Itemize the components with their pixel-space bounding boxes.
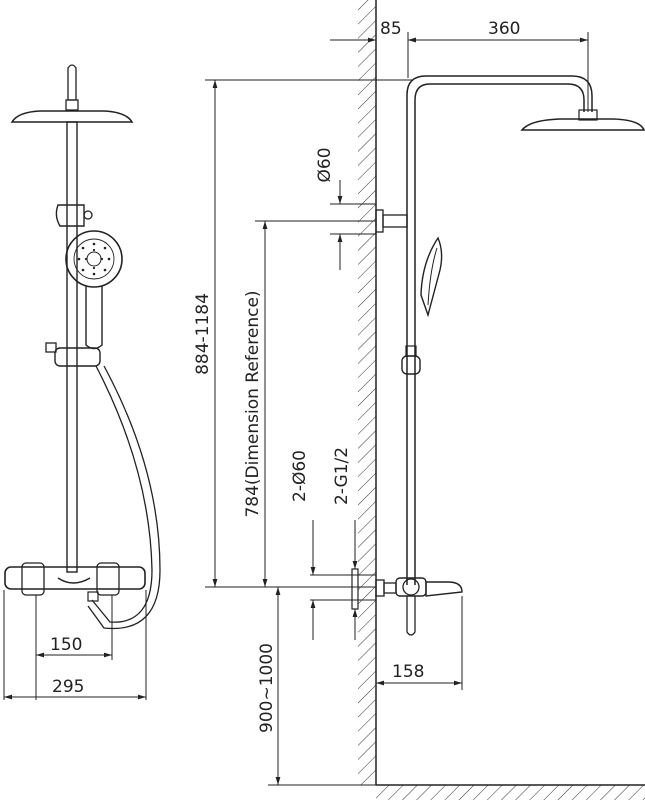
dim-install-height: 900~1000 <box>257 643 277 733</box>
dim-arm-length: 360 <box>488 19 520 39</box>
diverter-side <box>406 596 416 636</box>
bracket-knob <box>83 210 93 220</box>
overhead-shower-head <box>10 110 134 123</box>
riser-top-cap <box>67 64 77 101</box>
head-connector <box>65 99 79 111</box>
shower-arm-inner <box>414 83 585 585</box>
hose-connector <box>87 591 99 602</box>
dim-reference: 784(Dimension Reference) <box>243 290 263 517</box>
slider-side-knob <box>405 345 417 357</box>
hand-shower-nozzles <box>77 242 111 276</box>
mixer-side-body <box>395 577 427 597</box>
hand-shower-ring <box>73 238 115 280</box>
dim-inlet-centers: 150 <box>50 635 82 655</box>
tub-spout-side <box>425 581 463 597</box>
shower-arm <box>406 75 593 585</box>
overhead-head-side <box>520 118 645 131</box>
wall-section <box>358 0 645 800</box>
wall-bracket-arm <box>382 214 408 228</box>
dim-wall-offset: 85 <box>380 19 402 39</box>
slider-holder <box>54 347 101 367</box>
hand-shower-handle <box>85 286 103 350</box>
slider-knob <box>45 342 57 353</box>
side-view <box>351 75 645 636</box>
wall-hatch <box>358 0 376 785</box>
dim-head-diameter: Ø60 <box>315 147 335 182</box>
thermostatic-mixer-body <box>4 566 146 590</box>
hand-shower-center <box>86 251 102 267</box>
wall-bracket-plate <box>375 209 384 233</box>
mixer-spout <box>57 577 91 584</box>
hand-shower-side-face <box>427 247 438 306</box>
mixer-side-handle <box>402 578 420 596</box>
dim-inlet-thread: 2-G1/2 <box>332 447 352 505</box>
mixer-left-handle <box>21 562 45 596</box>
floor-hatch <box>376 785 645 800</box>
dim-overall-width: 295 <box>52 677 84 697</box>
dim-height-range: 884-1184 <box>193 293 213 375</box>
riser-pipe <box>66 121 78 573</box>
shower-hose <box>91 365 153 623</box>
inlet-escutcheon <box>375 579 385 597</box>
mixer-right-handle <box>96 562 120 596</box>
shower-hose-inner <box>87 365 161 630</box>
hand-shower-face <box>65 230 123 288</box>
dim-inlet-flange: 2-Ø60 <box>290 450 310 502</box>
riser-bracket <box>55 204 85 227</box>
dimension-lines <box>205 32 589 786</box>
hand-shower-side <box>420 236 443 318</box>
dim-spout-projection: 158 <box>392 662 424 682</box>
slider-side <box>401 355 421 375</box>
inlet-nut <box>383 582 397 594</box>
front-view: 150 295 <box>3 64 161 700</box>
